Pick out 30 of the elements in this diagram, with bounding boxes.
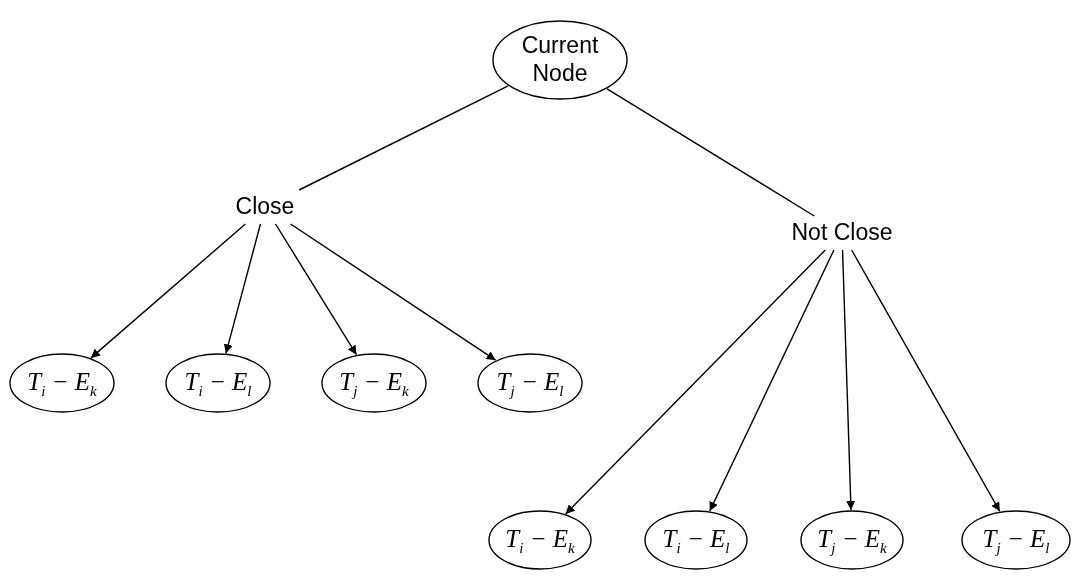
branch-label: Close bbox=[220, 190, 310, 224]
arrow bbox=[223, 223, 262, 355]
branch-label: Not Close bbox=[772, 216, 912, 250]
node-label: T$_{i}$ − E$_{l}$ bbox=[184, 366, 252, 400]
connector-line bbox=[298, 85, 509, 191]
ellipse-node bbox=[644, 510, 748, 570]
node-label: Current Node bbox=[520, 32, 600, 88]
node-label: T$_{j}$ − E$_{l}$ bbox=[982, 523, 1050, 557]
ellipse-node bbox=[961, 510, 1071, 570]
arrow bbox=[274, 223, 358, 356]
ellipse-node bbox=[800, 510, 904, 570]
ellipse-node bbox=[492, 20, 628, 100]
arrow bbox=[841, 249, 856, 511]
arrow bbox=[289, 223, 497, 361]
connector-line bbox=[606, 88, 815, 217]
node-label: T$_{j}$ − E$_{l}$ bbox=[496, 366, 564, 400]
ellipse-node bbox=[321, 353, 427, 413]
node-label: T$_{j}$ − E$_{k}$ bbox=[817, 523, 887, 557]
ellipse-node bbox=[488, 510, 592, 570]
ellipse-node bbox=[9, 353, 115, 413]
node-label: T$_{j}$ − E$_{k}$ bbox=[339, 366, 409, 400]
node-label: T$_{i}$ − E$_{k}$ bbox=[27, 366, 97, 400]
arrow bbox=[709, 249, 835, 512]
arrow bbox=[564, 249, 826, 515]
ellipse-node bbox=[477, 353, 583, 413]
arrow bbox=[850, 249, 1001, 513]
arrow bbox=[90, 223, 247, 359]
ellipse-node bbox=[165, 353, 271, 413]
node-label: T$_{i}$ − E$_{k}$ bbox=[505, 523, 575, 557]
node-label: T$_{i}$ − E$_{l}$ bbox=[662, 523, 730, 557]
